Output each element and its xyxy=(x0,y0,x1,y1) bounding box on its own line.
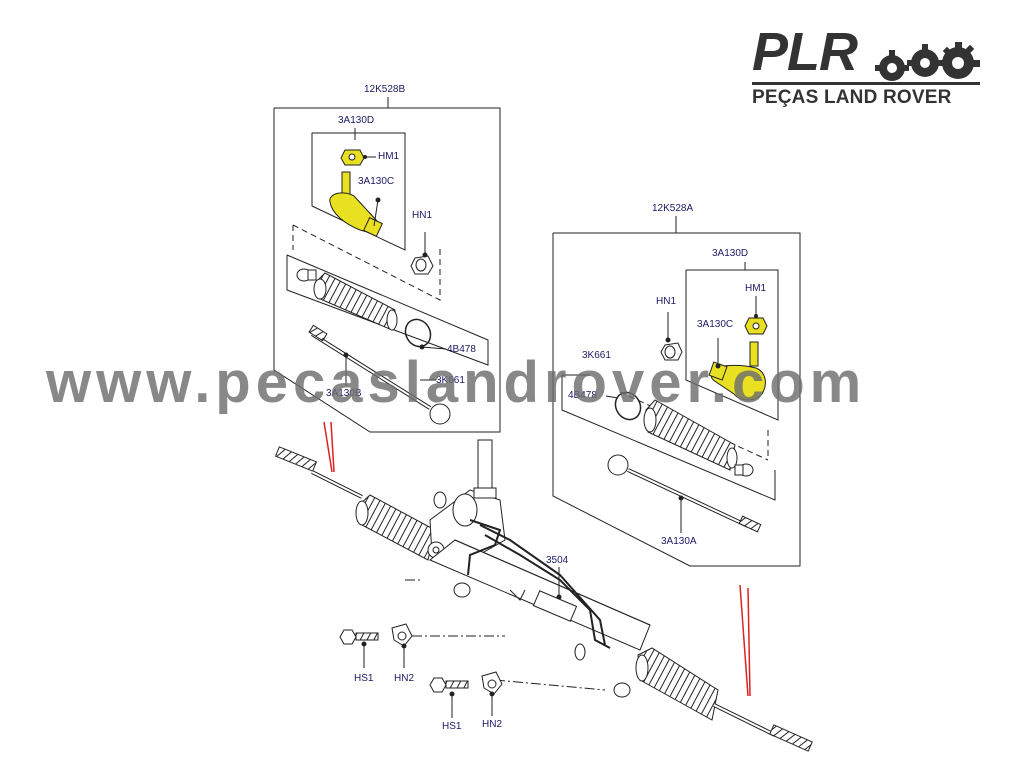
label-hn2-b: HN2 xyxy=(482,719,503,730)
label-hm1-left: HM1 xyxy=(378,151,400,162)
label-tie-rod-end-kit-right: 3A130D xyxy=(712,248,749,259)
left-inner-rod xyxy=(308,324,451,425)
label-clip-right: 4B478 xyxy=(568,390,597,401)
label-kit-left: 12K528B xyxy=(364,84,406,95)
nut-hn2-a xyxy=(391,623,413,668)
label-steering-gear: 3504 xyxy=(546,555,569,566)
right-kit-box xyxy=(552,216,801,567)
left-hn1-nut xyxy=(410,232,434,275)
left-kit-box xyxy=(273,97,501,433)
label-clip-left: 4B478 xyxy=(447,344,476,355)
left-boot xyxy=(313,272,398,331)
left-hm1-nut xyxy=(340,149,376,166)
red-marker-left xyxy=(323,421,335,473)
fastener-leaders xyxy=(405,579,606,691)
right-small-nut xyxy=(734,463,754,477)
right-tie-rod-end xyxy=(708,338,766,401)
steering-rack-assembly xyxy=(274,439,813,752)
left-small-nut xyxy=(296,268,317,282)
logo-brand: PLR xyxy=(752,22,858,82)
label-tie-rod-end-right: 3A130C xyxy=(697,319,734,330)
right-hn1-nut xyxy=(660,312,683,361)
nut-hn2-b xyxy=(481,671,503,716)
logo-tagline: PEÇAS LAND ROVER xyxy=(752,87,952,108)
watermark-url: www.pecaslandrover.com xyxy=(46,350,867,415)
label-boot-right: 3K661 xyxy=(582,350,611,361)
left-tie-rod-end xyxy=(329,171,383,237)
label-hs1-b: HS1 xyxy=(442,721,462,732)
label-hn2-a: HN2 xyxy=(394,673,415,684)
gears-icon xyxy=(875,42,980,81)
bolt-hs1-b xyxy=(429,677,469,718)
label-hn1-right: HN1 xyxy=(656,296,677,307)
label-hn1-left: HN1 xyxy=(412,210,433,221)
logo-divider xyxy=(752,82,980,85)
left-clip xyxy=(404,318,447,350)
label-kit-right: 12K528A xyxy=(652,203,694,214)
label-inner-rod-right: 3A130A xyxy=(661,536,697,547)
right-inner-rod xyxy=(607,454,762,533)
label-hs1-a: HS1 xyxy=(354,673,374,684)
right-clip xyxy=(605,391,642,421)
bolt-hs1-a xyxy=(339,629,379,668)
red-marker-right xyxy=(739,584,751,697)
label-hm1-right: HM1 xyxy=(745,283,767,294)
right-boot xyxy=(643,399,738,471)
label-inner-rod-left: 3A130B xyxy=(326,388,362,399)
label-boot-left: 3K661 xyxy=(436,375,465,386)
right-hm1-nut xyxy=(744,296,768,335)
label-tie-rod-end-left: 3A130C xyxy=(358,176,395,187)
label-tie-rod-end-kit-left: 3A130D xyxy=(338,115,375,126)
